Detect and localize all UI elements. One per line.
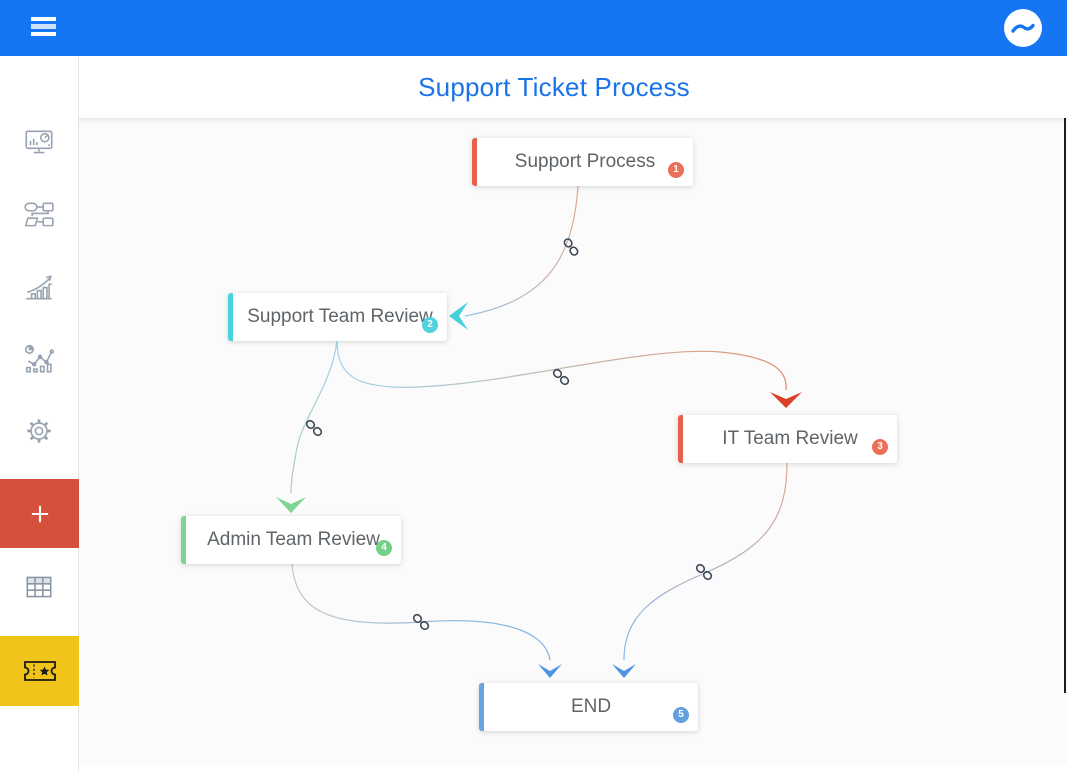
sidebar-item-tables[interactable] (0, 553, 78, 621)
link-icon[interactable] (552, 368, 570, 386)
sidebar-add-button[interactable] (0, 479, 79, 548)
table-icon (26, 576, 52, 598)
wave-logo-icon (1011, 23, 1035, 33)
node-label: IT Team Review (722, 428, 858, 449)
sidebar-tickets-button[interactable] (0, 636, 79, 706)
node-badge: 2 (422, 317, 438, 333)
ticket-icon (23, 661, 56, 681)
link-icon[interactable] (695, 563, 713, 581)
connector-line-3-5 (623, 462, 788, 661)
plus-icon (31, 505, 48, 522)
sidebar (0, 56, 79, 772)
canvas-right-edge (1064, 118, 1066, 693)
dashboard-monitor-icon (25, 130, 53, 154)
sidebar-item-settings[interactable] (0, 395, 78, 467)
diagram-node-5[interactable]: END 5 (479, 683, 698, 731)
analytics-icon (24, 344, 55, 373)
topbar (0, 0, 1067, 56)
settings-gear-icon (27, 419, 51, 443)
link-icon[interactable] (563, 238, 579, 257)
node-label: END (570, 696, 612, 717)
page-header: Support Ticket Process (79, 56, 1067, 118)
sidebar-spacer (0, 56, 78, 107)
connector-line-2-3 (336, 340, 787, 391)
app-logo[interactable] (1004, 9, 1042, 47)
link-icon[interactable] (305, 419, 323, 437)
connectors-layer (276, 185, 802, 678)
sidebar-item-analytics[interactable] (0, 323, 78, 395)
connector-arrowhead (449, 302, 468, 330)
node-badge: 3 (872, 439, 888, 455)
node-label: Support Team Review (247, 306, 433, 327)
hamburger-menu-button[interactable] (31, 16, 56, 40)
node-label: Support Process (514, 151, 656, 172)
connector-arrowhead (538, 664, 562, 678)
connector-arrowhead (276, 497, 306, 513)
node-badge: 5 (673, 707, 689, 723)
node-badge: 4 (376, 540, 392, 556)
connector-line-4-5 (291, 563, 551, 661)
growth-chart-icon (26, 275, 52, 300)
node-label: Admin Team Review (207, 529, 380, 550)
connector-line-2-4 (290, 340, 338, 494)
node-badge: 1 (668, 162, 684, 178)
sidebar-item-dashboard[interactable] (0, 107, 78, 179)
connector-line-1-2 (464, 185, 579, 317)
flowchart-icon (24, 202, 54, 227)
sidebar-item-flowcharts[interactable] (0, 179, 78, 251)
hamburger-icon (31, 16, 56, 22)
connector-arrowhead (612, 664, 636, 678)
link-icon[interactable] (412, 613, 430, 631)
page-title: Support Ticket Process (418, 71, 690, 102)
sidebar-item-reports[interactable] (0, 251, 78, 323)
diagram-node-1[interactable]: Support Process 1 (472, 138, 693, 186)
diagram-node-3[interactable]: IT Team Review 3 (678, 415, 897, 463)
connector-arrowhead (770, 392, 802, 408)
